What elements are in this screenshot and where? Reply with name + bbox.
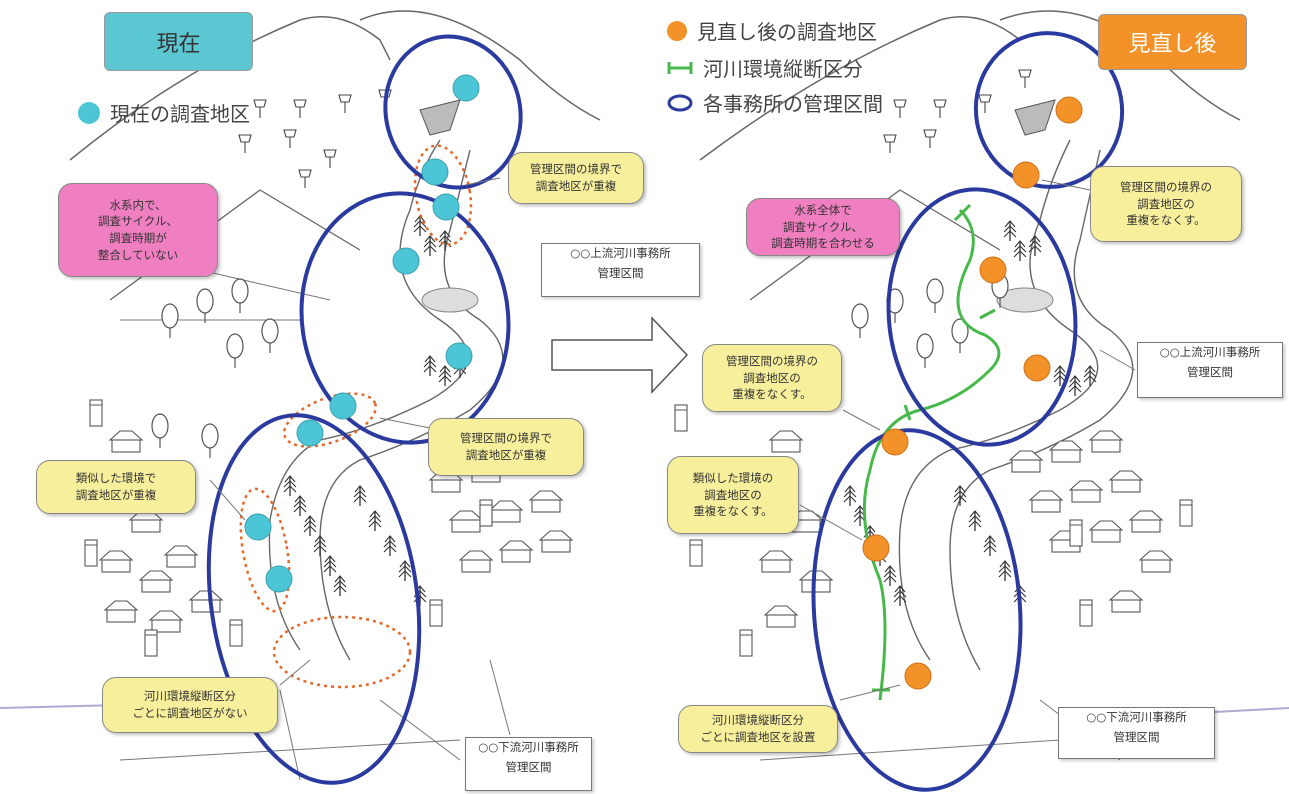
revised-panel-title-text: 見直し後: [1128, 32, 1217, 57]
office-label-upper-right: ○○上流河川事務所 管理区間: [1137, 342, 1283, 398]
office-section: 管理区間: [1187, 364, 1233, 379]
office-name: ○○下流河川事務所: [1086, 710, 1187, 724]
legend-current-site-label: 現在の調査地区: [110, 102, 250, 126]
callout-pointers: [209, 177, 1136, 736]
note-boundary-overlap-mid: 管理区間の境界で 調査地区が重複: [428, 418, 584, 476]
office-section: 管理区間: [505, 759, 552, 774]
office-section: 管理区間: [597, 265, 644, 280]
overlap-markers: [239, 144, 473, 689]
cyan-circle-icon: [78, 101, 100, 124]
note-set-site-per-section: 河川環境縦断区分 ごとに調査地区を設置: [678, 705, 838, 753]
legend-river-section: 河川環境縦断区分: [667, 53, 863, 82]
current-panel-title-text: 現在: [156, 31, 201, 57]
office-section-ellipses-right: [811, 31, 1125, 792]
legend-river-section-label: 河川環境縦断区分: [703, 57, 863, 81]
note-schedule-mismatch: 水系内で、 調査サイクル、 調査時期が 整合していない: [58, 183, 218, 277]
new-site-markers: [862, 96, 1083, 690]
note-boundary-overlap-top: 管理区間の境界で 調査地区が重複: [508, 152, 644, 204]
current-panel-title: 現在: [104, 12, 253, 71]
office-label-upper-left: ○○上流河川事務所 管理区間: [541, 243, 700, 297]
office-section-ellipses-left: [206, 34, 523, 785]
office-label-lower-left: ○○下流河川事務所 管理区間: [465, 737, 592, 791]
slide-decoration: [0, 704, 1289, 713]
note-similar-environment-overlap: 類似した環境で 調査地区が重複: [36, 460, 196, 514]
note-align-schedule: 水系全体で 調査サイクル、 調査時期を合わせる: [746, 198, 900, 256]
office-name: ○○上流河川事務所: [1159, 345, 1261, 359]
note-remove-boundary-overlap-mid: 管理区間の境界の 調査地区の 重複をなくす。: [702, 344, 842, 412]
right-panel-art: [674, 10, 1241, 761]
office-label-lower-right: ○○下流河川事務所 管理区間: [1058, 707, 1215, 759]
note-remove-boundary-overlap-top: 管理区間の境界の 調査地区の 重複をなくす。: [1090, 166, 1242, 242]
office-section: 管理区間: [1113, 729, 1160, 744]
blue-ellipse-icon: [667, 94, 693, 111]
left-panel-art: [69, 10, 601, 781]
office-name: ○○下流河川事務所: [478, 740, 579, 754]
note-remove-similar-overlap: 類似した環境の 調査地区の 重複をなくす。: [667, 456, 799, 534]
legend-office-section-label: 各事務所の管理区間: [703, 92, 883, 116]
legend-new-site-label: 見直し後の調査地区: [697, 20, 877, 44]
transition-arrow: [551, 316, 689, 394]
revised-panel-title: 見直し後: [1098, 14, 1247, 70]
current-site-markers: [244, 74, 480, 593]
river-section-lines: [862, 208, 1001, 701]
orange-circle-icon: [667, 20, 687, 41]
office-name: ○○上流河川事務所: [570, 246, 671, 260]
legend-current-site: 現在の調査地区: [78, 98, 250, 127]
note-no-site-per-section: 河川環境縦断区分 ごとに調査地区がない: [102, 677, 278, 733]
legend-office-section: 各事務所の管理区間: [667, 88, 883, 117]
green-bracket-icon: [667, 61, 693, 74]
legend-new-site: 見直し後の調査地区: [667, 16, 877, 45]
